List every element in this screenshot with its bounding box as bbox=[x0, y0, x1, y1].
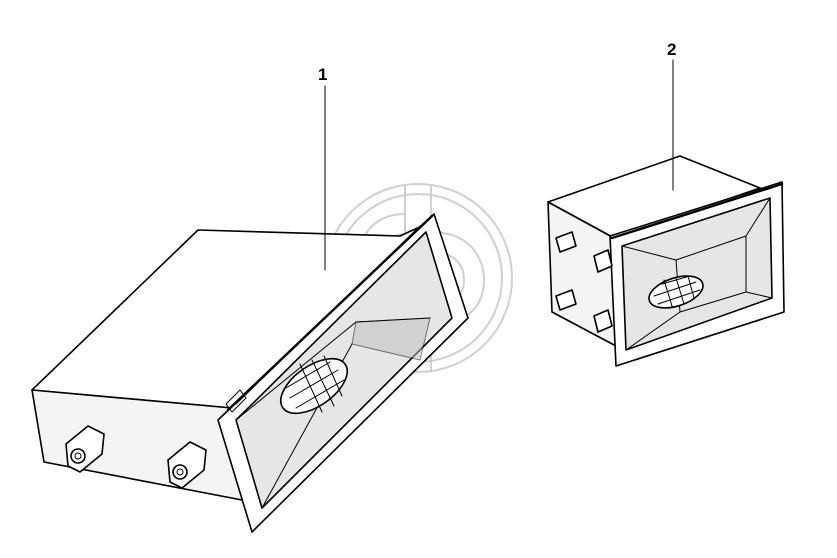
part-2-clip-top-left bbox=[555, 231, 577, 253]
part-1-callout-label: 1 bbox=[318, 65, 327, 84]
part-2-clip-bottom-left bbox=[555, 289, 577, 311]
part-2-callout-label: 2 bbox=[667, 40, 676, 59]
part-2-clip-top-right bbox=[593, 249, 613, 273]
part-1-vent-grille bbox=[280, 355, 348, 415]
part-2-vent-grille bbox=[648, 275, 704, 309]
part-2-clip-bottom-right bbox=[593, 309, 613, 333]
part-1-clip-left bbox=[65, 425, 105, 473]
part-1-side-face bbox=[31, 389, 243, 501]
part-1-clip-right bbox=[167, 441, 207, 489]
part-1-storage-box: 1 bbox=[31, 65, 469, 533]
part-2-storage-box: 2 bbox=[547, 40, 785, 367]
